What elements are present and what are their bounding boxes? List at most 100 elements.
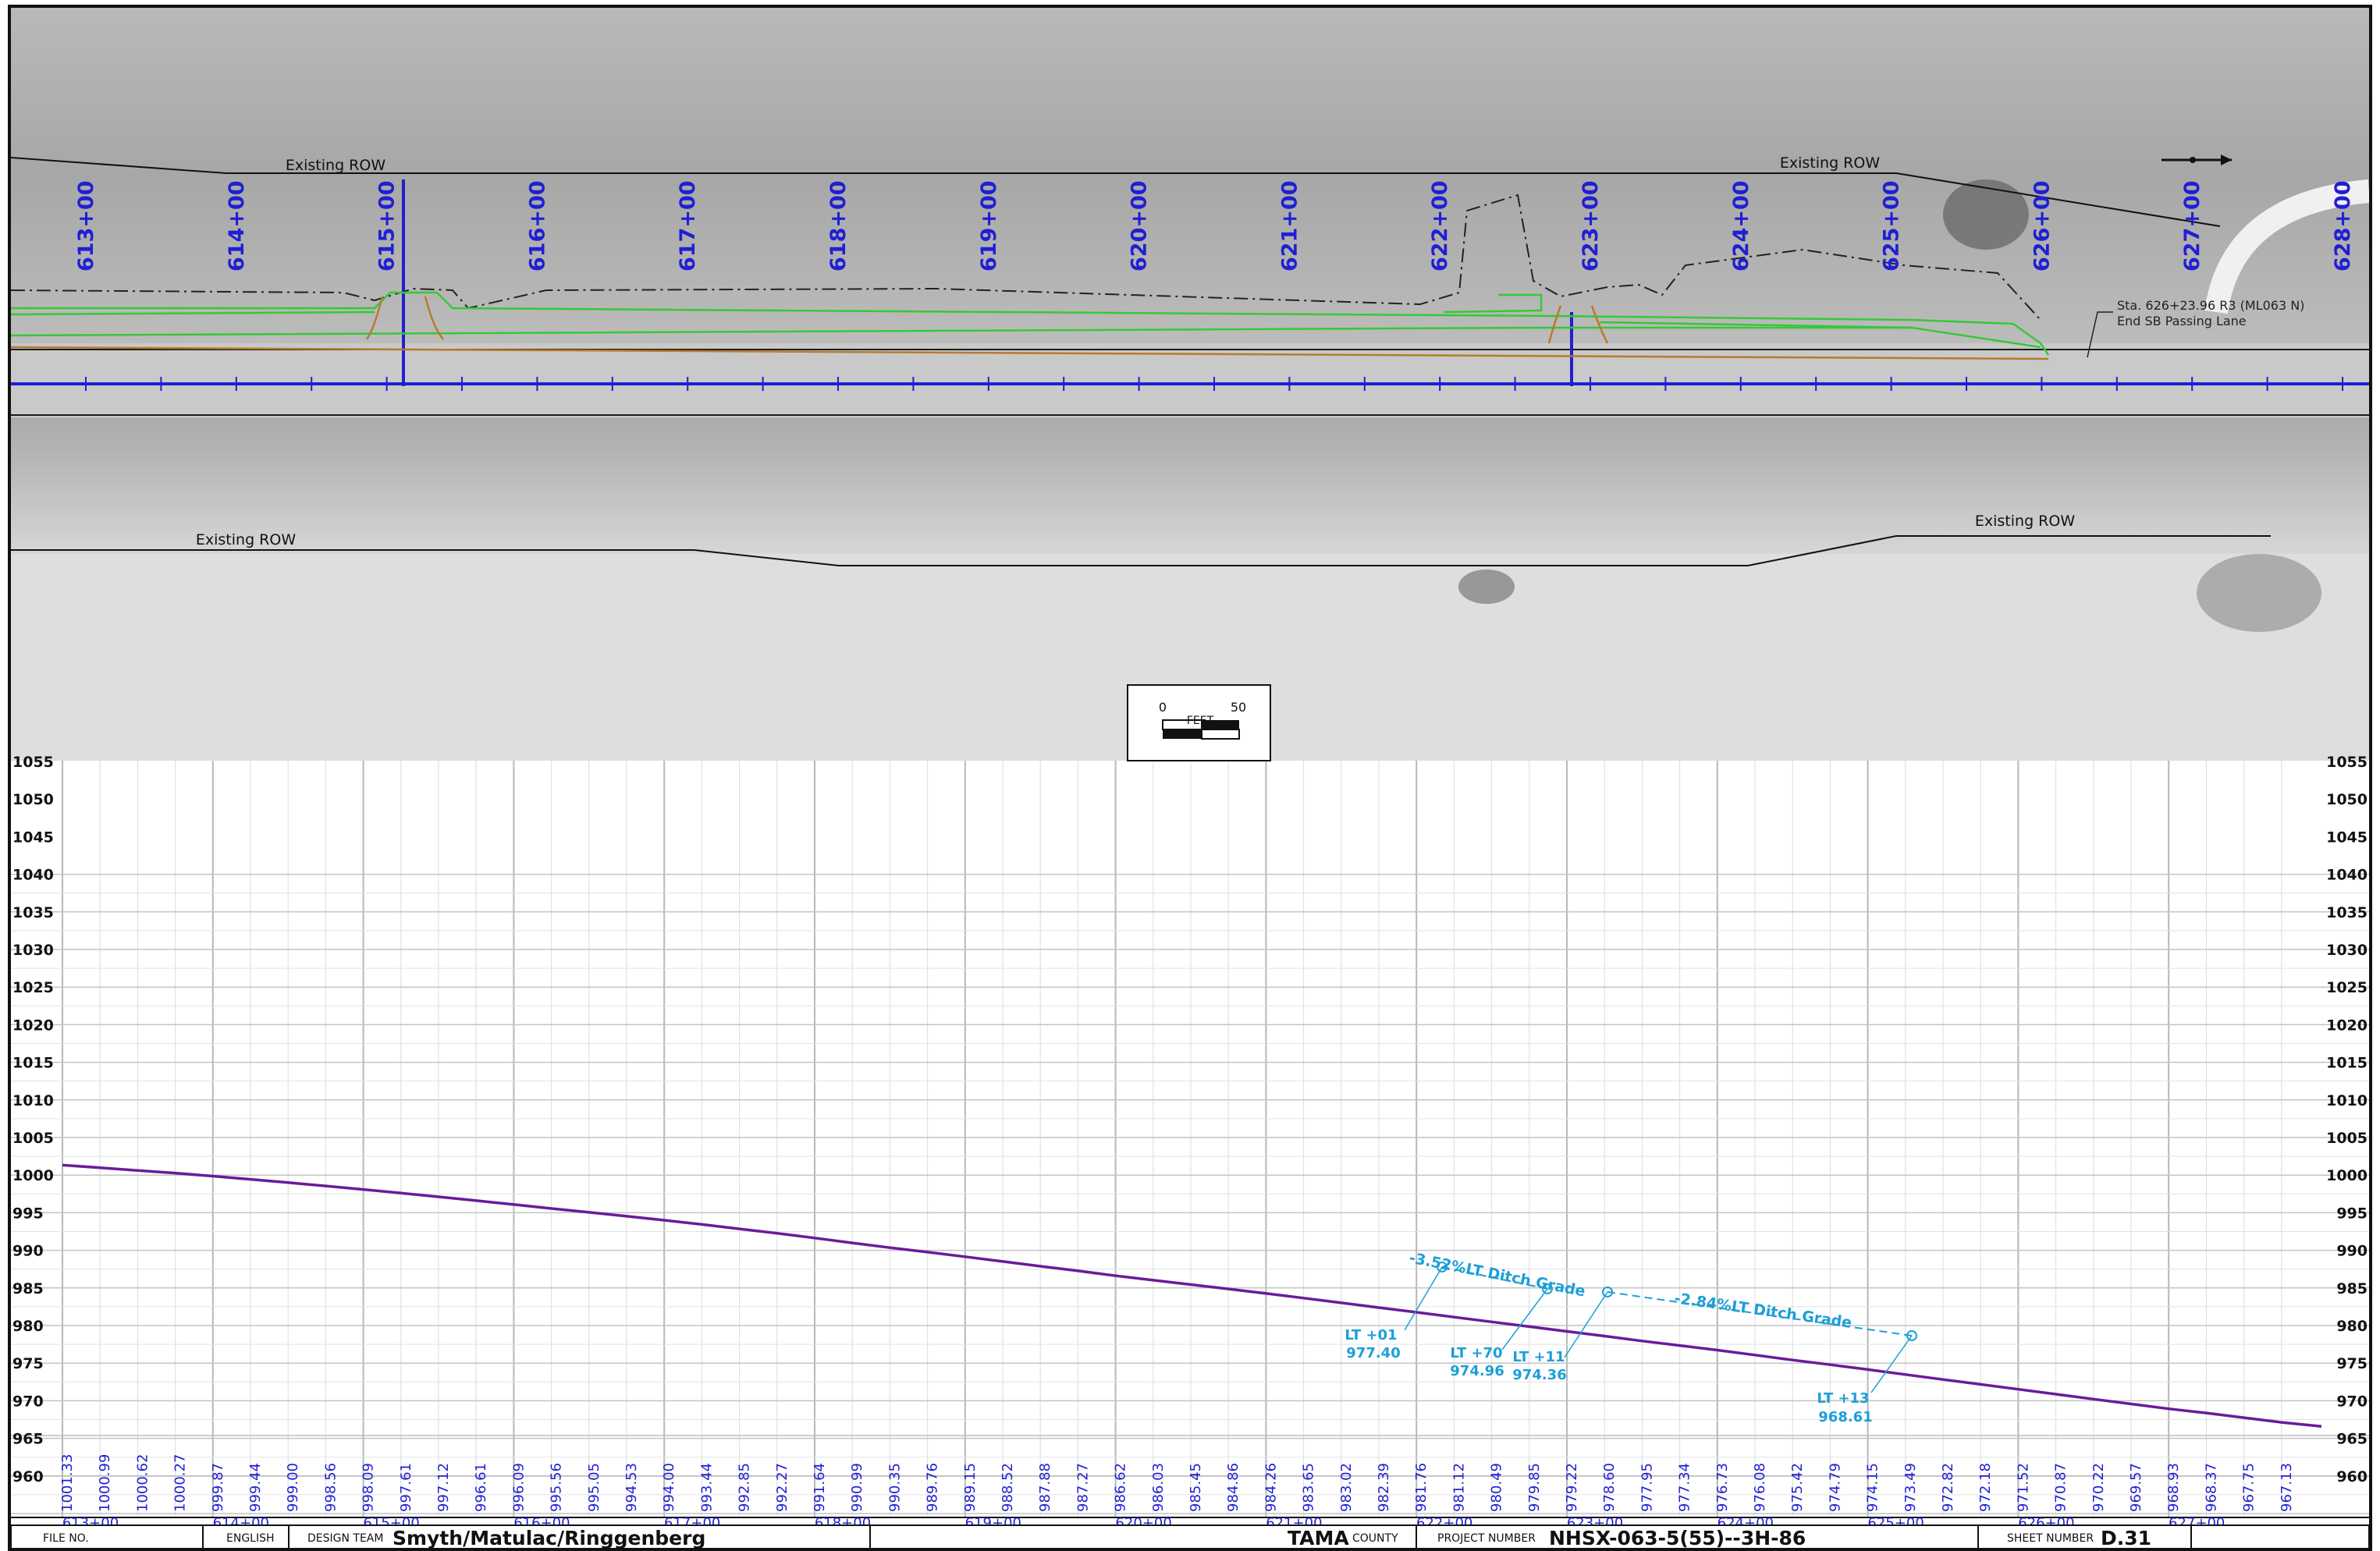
title-block: FILE NO. ENGLISH DESIGN TEAM Smyth/Matul…: [10, 1524, 2370, 1549]
elevation-label-right: 1015: [2326, 1055, 2368, 1072]
bottom-elevation-label: 970.87: [2053, 1463, 2069, 1512]
scale-start: 0: [1159, 700, 1167, 715]
bottom-elevation-label: 988.52: [1000, 1463, 1016, 1512]
county-label: COUNTY: [1352, 1532, 1398, 1545]
callout-text-1: Sta. 626+23.96 R3 (ML063 N): [2117, 298, 2304, 313]
elevation-label-left: 1020: [12, 1017, 54, 1034]
point-elev-3: 974.36: [1512, 1367, 1566, 1383]
bottom-elevation-label: 987.88: [1037, 1463, 1053, 1512]
scale-unit: FEET: [1187, 715, 1214, 727]
bottom-elevation-label: 991.64: [812, 1463, 828, 1512]
elevation-label-right: 1035: [2326, 904, 2368, 921]
elevation-label-left: 1030: [12, 942, 54, 959]
bottom-elevation-label: 971.52: [2015, 1463, 2031, 1512]
bottom-elevation-label: 974.15: [1865, 1463, 1881, 1512]
elevation-label-left: 1000: [12, 1167, 54, 1184]
elevation-label-left: 990: [12, 1243, 44, 1260]
bottom-elevation-label: 990.99: [849, 1463, 865, 1512]
bottom-elevation-label: 967.13: [2279, 1463, 2295, 1512]
bottom-elevation-label: 990.35: [886, 1463, 903, 1512]
bottom-elevation-label: 999.44: [247, 1463, 264, 1512]
bottom-elevation-label: 983.65: [1301, 1463, 1317, 1512]
elevation-label-left: 980: [12, 1318, 44, 1335]
bottom-elevation-label: 973.49: [1902, 1463, 1919, 1512]
bottom-elevation-label: 995.56: [549, 1463, 565, 1512]
bottom-elevation-label: 993.44: [698, 1463, 715, 1512]
bottom-elevation-label: 986.62: [1113, 1463, 1129, 1512]
bottom-elevation-label: 984.26: [1263, 1463, 1279, 1512]
elevation-label-right: 1050: [2326, 791, 2368, 808]
elevation-label-left: 1040: [12, 867, 54, 884]
bottom-elevation-label: 983.02: [1338, 1463, 1355, 1512]
bottom-elevation-label: 989.76: [925, 1463, 941, 1512]
plan-station-label: 619+00: [977, 180, 1001, 272]
bottom-elevation-label: 977.95: [1639, 1463, 1655, 1512]
file-no-label: FILE NO.: [43, 1532, 89, 1545]
plan-station-label: 614+00: [225, 180, 249, 272]
elevation-label-right: 965: [2336, 1431, 2368, 1448]
bottom-elevation-label: 969.57: [2128, 1463, 2144, 1512]
project-number-label: PROJECT NUMBER: [1437, 1532, 1536, 1545]
plan-station-label: 627+00: [2180, 180, 2204, 272]
plan-station-label: 620+00: [1128, 180, 1152, 272]
callout-text-2: End SB Passing Lane: [2117, 314, 2247, 328]
bottom-elevation-label: 989.15: [962, 1463, 979, 1512]
sheet-number: D.31: [2101, 1527, 2151, 1549]
callout-leader: [2087, 311, 2113, 358]
bottom-elevation-label: 978.60: [1601, 1463, 1618, 1512]
bottom-elevation-label: 980.49: [1489, 1463, 1505, 1512]
bottom-elevation-label: 977.34: [1677, 1463, 1693, 1512]
elevation-label-right: 1040: [2326, 867, 2368, 884]
bottom-elevation-label: 970.22: [2090, 1463, 2107, 1512]
project-number: NHSX-063-5(55)--3H-86: [1549, 1527, 1806, 1549]
existing-row-label-4: Existing ROW: [1975, 513, 2075, 530]
elevation-label-right: 1045: [2326, 829, 2368, 846]
bottom-elevation-label: 995.05: [586, 1463, 602, 1512]
bottom-elevation-label: 997.12: [435, 1463, 452, 1512]
elevation-label-right: 960: [2336, 1468, 2368, 1485]
point-elev-2: 974.96: [1450, 1363, 1504, 1379]
elevation-label-right: 1005: [2326, 1130, 2368, 1147]
design-team-label: DESIGN TEAM: [307, 1532, 383, 1545]
bottom-elevation-label: 985.45: [1188, 1463, 1204, 1512]
elevation-label-right: 1000: [2326, 1167, 2368, 1184]
elevation-label-left: 1035: [12, 904, 54, 921]
bottom-elevation-label: 979.22: [1564, 1463, 1580, 1512]
point-label-3: LT +11: [1512, 1349, 1565, 1365]
elevation-label-left: 970: [12, 1393, 44, 1410]
bottom-elevation-label: 981.12: [1451, 1463, 1467, 1512]
elevation-label-left: 995: [12, 1205, 44, 1222]
sheet-border: [8, 5, 2372, 1551]
bottom-elevation-label: 979.85: [1526, 1463, 1543, 1512]
bottom-elevation-label: 984.86: [1225, 1463, 1242, 1512]
elevation-label-right: 1020: [2326, 1017, 2368, 1034]
elevation-label-right: 1055: [2326, 754, 2368, 771]
plan-station-label: 615+00: [375, 180, 400, 272]
scale-end: 50: [1231, 700, 1246, 715]
bottom-elevation-label: 992.85: [737, 1463, 753, 1512]
bottom-elevation-label: 997.61: [398, 1463, 414, 1512]
bottom-elevation-label: 968.37: [2203, 1463, 2219, 1512]
plan-station-label: 621+00: [1277, 180, 1302, 272]
bottom-elevation-label: 994.00: [661, 1463, 677, 1512]
bottom-elevation-label: 982.39: [1376, 1463, 1392, 1512]
elevation-label-left: 1010: [12, 1092, 54, 1109]
bottom-elevation-label: 967.75: [2241, 1463, 2257, 1512]
centerline-ticks: [85, 377, 2343, 391]
point-label-2: LT +70: [1450, 1345, 1502, 1361]
existing-row-north: [10, 157, 2221, 227]
elevation-label-right: 1025: [2326, 979, 2368, 996]
bottom-elevation-label: 981.76: [1413, 1463, 1430, 1512]
bottom-elevation-label: 1000.62: [134, 1454, 151, 1512]
plan-station-label: 618+00: [826, 180, 851, 272]
plan-station-label: 623+00: [1579, 180, 1603, 272]
bottom-elevation-label: 974.79: [1827, 1463, 1843, 1512]
plan-station-label: 624+00: [1729, 180, 1753, 272]
elevation-label-left: 975: [12, 1355, 44, 1372]
plan-station-label: 617+00: [676, 180, 700, 272]
bottom-elevation-label: 1001.33: [59, 1454, 76, 1512]
elevation-label-right: 985: [2336, 1280, 2368, 1297]
